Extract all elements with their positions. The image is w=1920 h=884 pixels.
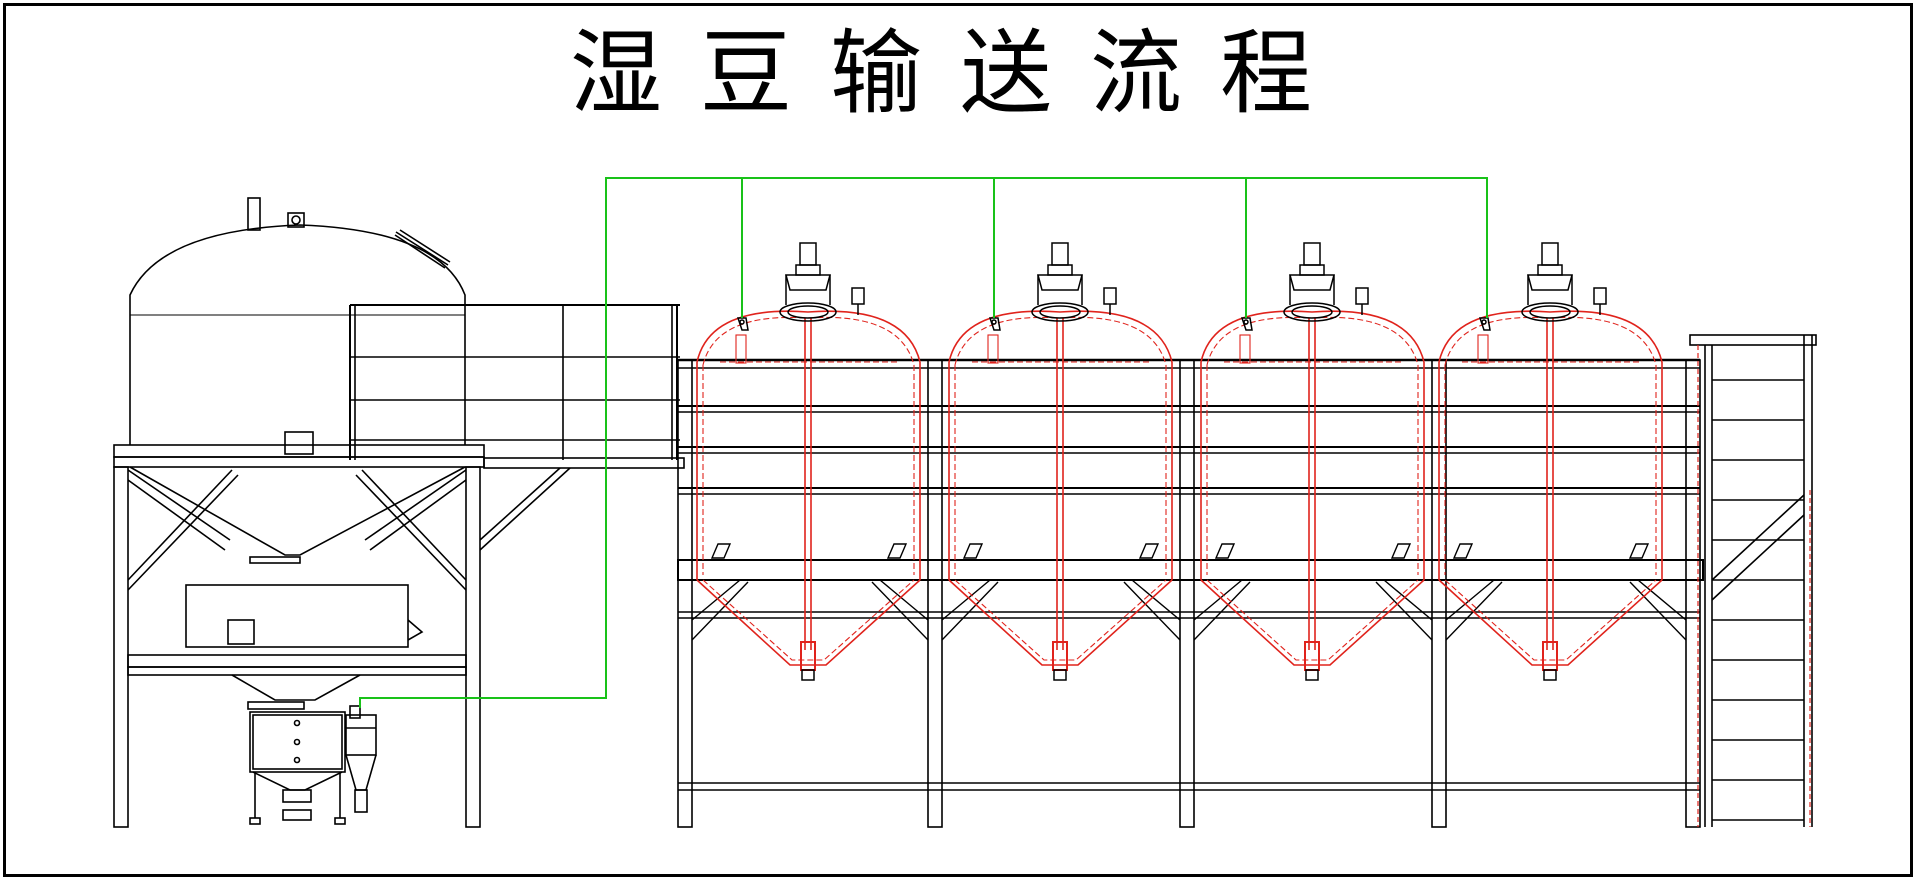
soaking-tank-4 — [1438, 242, 1663, 681]
soaking-tank-2 — [948, 242, 1173, 681]
tank-support-structure — [677, 358, 1704, 828]
conveying-pipe — [359, 177, 1488, 708]
soaking-tank-1 — [696, 242, 921, 681]
access-stair — [1689, 334, 1817, 827]
diagram-title: 湿豆输送流程 — [569, 20, 1350, 127]
storage-silo — [113, 197, 685, 828]
diagram-frame — [3, 3, 1913, 877]
soaking-tank-3 — [1200, 242, 1425, 681]
